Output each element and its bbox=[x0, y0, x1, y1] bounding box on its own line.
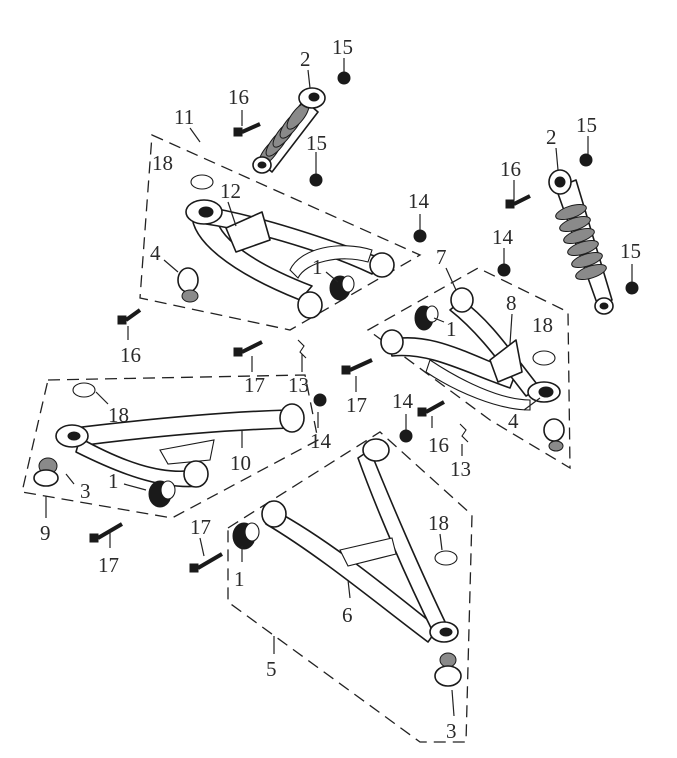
label-14-center: 14 bbox=[392, 389, 414, 413]
label-17-mid-right: 17 bbox=[346, 393, 367, 417]
label-4-left: 4 bbox=[150, 241, 161, 265]
label-15-upper-right: 15 bbox=[576, 113, 597, 137]
lower-left-a-arm bbox=[33, 403, 305, 508]
label-1-upper-left: 1 bbox=[312, 255, 323, 279]
label-4-right: 4 bbox=[508, 409, 519, 433]
label-2-left: 2 bbox=[300, 47, 311, 71]
label-12: 12 bbox=[220, 179, 241, 203]
label-15-mid: 15 bbox=[306, 131, 327, 155]
label-6: 6 bbox=[342, 603, 353, 627]
lower-front-a-arm bbox=[232, 438, 462, 687]
label-15-top: 15 bbox=[332, 35, 353, 59]
label-14-upper: 14 bbox=[408, 189, 430, 213]
outline-lower-front-arm bbox=[227, 431, 473, 743]
label-3-right: 3 bbox=[446, 719, 457, 743]
label-14-lower: 14 bbox=[310, 429, 332, 453]
label-16-left: 16 bbox=[228, 85, 249, 109]
label-18-lower-right: 18 bbox=[428, 511, 449, 535]
label-17-lower-left: 17 bbox=[98, 553, 119, 577]
label-9: 9 bbox=[40, 521, 51, 545]
label-18-upper-right: 18 bbox=[532, 313, 553, 337]
label-18-upper-left: 18 bbox=[152, 151, 173, 175]
label-18-lower-left: 18 bbox=[108, 403, 129, 427]
label-1-lower-left: 1 bbox=[108, 469, 119, 493]
outline-upper-right-arm bbox=[366, 267, 571, 470]
label-1-upper-right: 1 bbox=[446, 317, 457, 341]
outline-lower-left-arm bbox=[21, 374, 319, 519]
label-16-right: 16 bbox=[500, 157, 521, 181]
group-outlines bbox=[21, 134, 571, 743]
label-2-right: 2 bbox=[546, 125, 557, 149]
label-17-mid-left: 17 bbox=[244, 373, 265, 397]
label-5: 5 bbox=[266, 657, 277, 681]
label-8: 8 bbox=[506, 291, 517, 315]
label-3-left: 3 bbox=[80, 479, 91, 503]
outline-upper-left-arm bbox=[139, 134, 422, 331]
part-labels: 2 15 16 15 11 18 12 4 1 14 16 17 13 17 2… bbox=[40, 35, 641, 743]
label-15-lower-right: 15 bbox=[620, 239, 641, 263]
label-10: 10 bbox=[230, 451, 251, 475]
label-11: 11 bbox=[174, 105, 194, 129]
label-13-right: 13 bbox=[450, 457, 471, 481]
upper-left-a-arm bbox=[177, 199, 395, 319]
label-14-right: 14 bbox=[492, 225, 514, 249]
label-16-center: 16 bbox=[428, 433, 449, 457]
leader-lines bbox=[45, 58, 633, 717]
label-13-left: 13 bbox=[288, 373, 309, 397]
shock-absorber-right bbox=[548, 169, 614, 315]
upper-right-a-arm bbox=[380, 287, 565, 452]
label-1-lower-front: 1 bbox=[234, 567, 245, 591]
shock-absorber-left bbox=[252, 87, 326, 174]
label-17-lower-center: 17 bbox=[190, 515, 211, 539]
label-7: 7 bbox=[436, 245, 447, 269]
label-16-lower-left: 16 bbox=[120, 343, 141, 367]
